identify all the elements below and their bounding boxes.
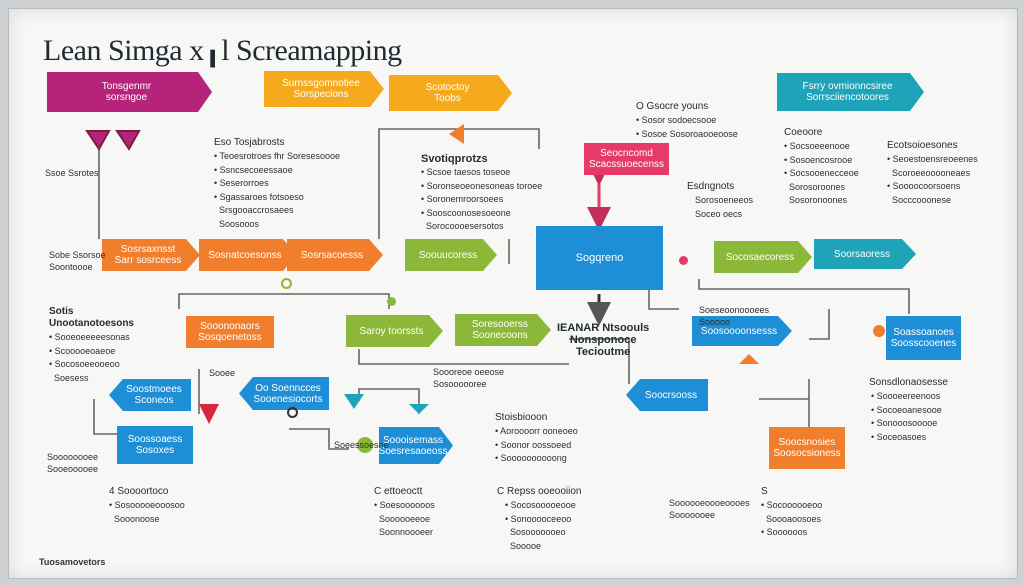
flow-row2-5: Soassoanoes Soosscooenes bbox=[886, 316, 961, 360]
marker-dot bbox=[873, 325, 885, 337]
section-list: • Scsoe taesos toseoe • Soronseoeonesone… bbox=[421, 167, 543, 231]
side-note: Soooooeoooeoooes Sooooooee bbox=[669, 498, 750, 520]
flow-row1-1: Sosrsaxnsst Sarr sosrceess bbox=[102, 239, 200, 271]
marker-dot bbox=[357, 437, 373, 453]
section-heading: C Repss ooeooiion bbox=[497, 486, 582, 497]
footer-label: Tuosamovetors bbox=[39, 557, 106, 567]
marker-dot bbox=[387, 297, 396, 306]
section-list: • Aoroooorr ooneoeo • Soonor oossoeed • … bbox=[495, 426, 578, 463]
flow-row1-2: Sosnatcoesonss bbox=[199, 239, 297, 271]
section-heading: 4 Soooortoco bbox=[109, 486, 169, 497]
side-note: Soeseoonoooees Sooooo bbox=[699, 305, 770, 327]
section-heading: Coeoore bbox=[784, 127, 823, 138]
section-list: • Sosooooeooosoo Sooonoose bbox=[109, 500, 185, 524]
flow-row3-1: Soostmoees Sconeos bbox=[109, 379, 191, 411]
section-list: • Soooeereenoos • Socoeoanesooe • Sonooo… bbox=[871, 391, 942, 442]
flow-row1-4: Soouucoress bbox=[405, 239, 497, 271]
side-note: Sobe Ssorsoe Soontoooe bbox=[49, 250, 106, 272]
section-list: • Seoestoensreoeenes Scoroeeooooneaes • … bbox=[887, 154, 978, 205]
flow-row2-1: Sooononaors Sosqoenetoss bbox=[186, 316, 274, 348]
section-heading: Esdngnots bbox=[687, 181, 735, 192]
flow-row3-4: Soooisemass Soesresaoeoss bbox=[379, 427, 453, 464]
flow-row1-6: Socosaecoress bbox=[714, 241, 812, 273]
section-heading: O Gsocre youns bbox=[636, 101, 709, 112]
marker-dot bbox=[679, 256, 688, 265]
section-list: • Socosooooeooe • Sonooooceeoo Sosoooooo… bbox=[505, 500, 576, 551]
marker-dot bbox=[281, 278, 292, 289]
flow-row3-5: Soocrsooss bbox=[626, 379, 708, 411]
tag-top-1: Tonsgenmr sorsngoe bbox=[47, 72, 212, 112]
side-note: Soeessoesoe bbox=[334, 440, 389, 450]
section-list: • Socsoeeenooe • Sosoencosrooe • Socsooe… bbox=[784, 141, 859, 205]
section-heading: Stoisbiooon bbox=[495, 412, 548, 423]
section-list: • Teoesrotroes fhr Soresesoooe • Ssncsec… bbox=[214, 151, 341, 229]
page-title: Lean Simga x╻l Screamapping bbox=[43, 34, 402, 67]
section-heading: Sonsdlonaosesse bbox=[869, 377, 948, 388]
flow-row1-5: Sogqreno bbox=[536, 226, 663, 290]
flow-row1-7: Soorsaoress bbox=[814, 239, 916, 269]
side-note: Soooooooee Sooeooooee bbox=[47, 452, 99, 474]
section-heading: S bbox=[761, 486, 768, 497]
flow-row2-3: Soresooerss Soonecoons bbox=[455, 314, 551, 346]
marker-dot bbox=[287, 407, 298, 418]
section-heading: C ettoeoctt bbox=[374, 486, 423, 497]
section-heading: Svotiqprotzs bbox=[421, 153, 488, 165]
lean-tools-label: IEANAR Ntsoouls Nonsponoce Tecioutme bbox=[557, 322, 650, 358]
section-list: • Socoooooeoo Soooaoosoes • Soooooos bbox=[761, 500, 823, 537]
flow-row3-6: Soocsnosies Soosocsioness bbox=[769, 427, 845, 469]
tag-top-2: Surnssgomnotiee Sorspecions bbox=[264, 71, 384, 107]
section-heading: Eso Tosjabrosts bbox=[214, 137, 285, 148]
flow-row1-3: Sosrsacoesss bbox=[287, 239, 383, 271]
tag-top-3: Scotoctoy Toobs bbox=[389, 75, 512, 111]
side-note: Ssoe Ssrotes bbox=[45, 168, 99, 178]
whiteboard: Lean Simga x╻l Screamapping bbox=[8, 8, 1018, 579]
section-list: Sorosoeneeos Soceo oecs bbox=[695, 195, 754, 219]
flow-row3-2: Oo Soenncces Sooenesiocorts bbox=[239, 377, 329, 410]
section-list: • Sosor sodoecsooe • Sosoe Sosoroaooeoos… bbox=[636, 115, 738, 139]
flow-row2-2: Saroy toorssts bbox=[346, 315, 443, 347]
section-list: • Sooeoeeeeesonas • Scooooeoaeoe • Socos… bbox=[49, 332, 130, 383]
section-heading: Sotis Unootanotoesons bbox=[49, 306, 134, 329]
section-heading: Ecotsoioesones bbox=[887, 140, 958, 151]
flow-row3-3: Soossoaess Sosoxes bbox=[117, 426, 193, 464]
tag-top-4: Fsrry ovmionncsiree Sorrsciiencotoores bbox=[777, 73, 924, 111]
connector-lines bbox=[85, 124, 910, 450]
tag-center-pink: Seocncomd Scacssuoecenss bbox=[584, 143, 669, 175]
flow-row2-4: Soosoooonsesss bbox=[692, 316, 792, 346]
section-list: • Soesoooooos Soooooeeoe Soonnoooeer bbox=[374, 500, 435, 537]
side-note: Soooreoe oeeose Sosoooooree bbox=[433, 367, 505, 389]
side-note: Sooee bbox=[209, 368, 236, 378]
